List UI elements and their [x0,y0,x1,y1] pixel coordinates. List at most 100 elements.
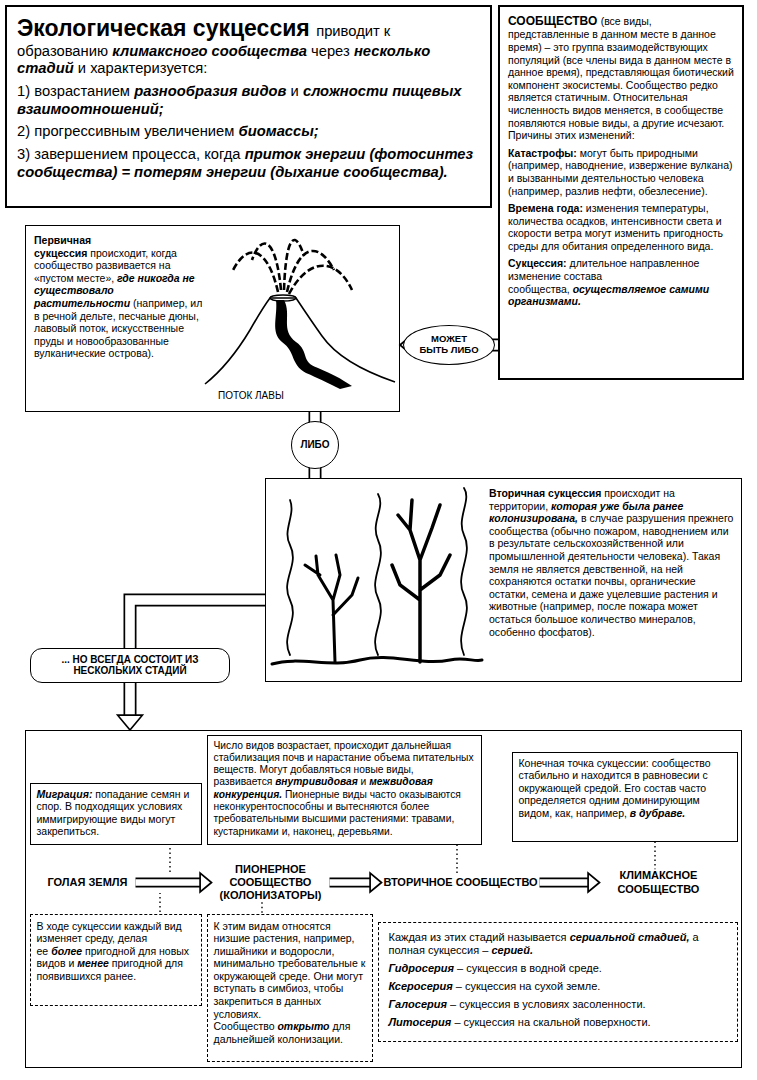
tree [305,555,358,662]
paragraph: Литосерия– сукцессия на скальной поверхн… [389,1016,727,1029]
text-column: ПИОНЕРНОЕ СООБЩЕСТВО (КОЛОНИЗАТОРЫ) [212,863,330,903]
emphasis-text: открыто [277,1020,329,1032]
arrow-outline [136,878,201,888]
connector [457,845,458,876]
emphasis-text: Литосерия [389,1016,452,1028]
emphasis-text: сериальной стадией, [570,931,690,943]
note-box: К этим видам относятся низшие растения, … [207,914,373,1062]
body-text: – сукцессия на сухой земле. [456,980,601,992]
body-text: КЛИМАКСНОЕ СООБЩЕСТВО [618,869,700,894]
emphasis-text: биомассы; [239,123,319,139]
emphasis-text: Первичная сукцессия [34,234,91,259]
dotted-line [261,902,262,913]
smoke [461,488,467,655]
connector [330,873,382,892]
paragraph: К этим видам относятся низшие растения, … [214,920,366,1046]
body-text: и [361,776,367,787]
stage-label: ВТОРИЧНОЕ СООБЩЕСТВО [382,876,540,889]
connector [655,842,656,870]
stages-panel: Миграция:попадание семян и спор. В подхо… [25,730,742,1068]
arrow-fill [330,879,371,886]
body-text: – сукцессия на скальной поверхности. [454,1016,650,1028]
ground [272,657,482,664]
body-text: 1) возрастанием [17,83,130,99]
arrow-head [588,873,599,892]
body-text: К этим видам относятся низшие растения, … [214,920,366,1033]
paragraph: ПИОНЕРНОЕ СООБЩЕСТВО (КОЛОНИЗАТОРЫ) [212,863,330,903]
connector [540,873,600,892]
body-text: – сукцессия в условиях засоленности. [450,998,646,1010]
paragraph: Сукцессия:длительное направленное измене… [508,257,734,307]
text-column: Вторичная сукцессияпроисходит на террито… [489,487,735,638]
lava-flow [275,300,352,389]
arrow-head [370,873,381,892]
text-column: Каждая из этих стадий называетсясериальн… [389,931,727,1030]
stage-label: ПИОНЕРНОЕ СООБЩЕСТВО (КОЛОНИЗАТОРЫ) [212,863,330,903]
arrow-head [118,715,143,730]
text-column: СООБЩЕСТВО(все виды, представленные в да… [508,14,734,308]
primary-succession-box: Первичная сукцессияпроисходит, когда соо… [25,225,400,412]
text-column: Число видов возрастает, происходит дальн… [214,740,475,838]
paragraph: Экологическая сукцессияприводит к образо… [17,15,480,78]
emphasis-text: Сукцессия: [508,257,567,269]
emphasis-text: более [51,945,82,957]
body-text: – сукцессия в водной среде. [457,962,602,974]
paragraph: ВТОРИЧНОЕ СООБЩЕСТВО [382,876,540,889]
volcano-outline [205,298,395,384]
title-box: Экологическая сукцессияприводит к образо… [5,5,492,208]
paragraph: Каждая из этих стадий называетсясериальн… [389,931,727,957]
text-column: Экологическая сукцессияприводит к образо… [17,15,480,181]
arrow-outline [540,878,589,888]
connector [262,902,263,913]
paragraph: Катастрофы:могут быть природными (наприм… [508,147,734,197]
definition-box: СООБЩЕСТВО(все виды, представленные в да… [498,5,744,380]
emphasis-text: Гидросерия [389,962,454,974]
picture-label: ПОТОК ЛАВЫ [216,390,286,401]
text-column: Конечная точка сукцессии: сообщество ста… [519,757,731,820]
paragraph: Галосерия– сукцессия в условиях засоленн… [389,998,727,1011]
text-column: К этим видам относятся низшие растения, … [214,920,366,1046]
emphasis-text: внутривидовая [275,776,358,787]
arrow-head [200,873,211,892]
text-column: ВТОРИЧНОЕ СООБЩЕСТВО [382,876,540,889]
volcano [205,240,395,389]
paragraph: Число видов возрастает, происходит дальн… [214,740,475,838]
lava-fountain [252,243,281,290]
emphasis-text: Ксеросерия [389,980,453,992]
lava-fountain [284,240,304,290]
paragraph: Миграция:попадание семян и спор. В подхо… [37,788,195,838]
paragraph: Ксеросерия– сукцессия на сухой земле. [389,980,727,993]
body-text: через [311,43,350,59]
note-box: В ходе сукцессии каждый вид изменяет сре… [30,914,202,1006]
paragraph: СООБЩЕСТВО(все виды, представленные в да… [508,14,734,142]
dotted-line [654,842,655,870]
paragraph: Вторичная сукцессияпроисходит на террито… [489,487,735,638]
paragraph: 2) прогрессивным увеличениембиомассы; [17,123,480,141]
paragraph: 3) завершением процесса, когдаприток эне… [17,146,480,181]
text-column: В ходе сукцессии каждый вид изменяет сре… [37,920,195,983]
terms-box: Каждая из этих стадий называетсясериальн… [378,922,738,1042]
connector-label: ... НО ВСЕГДА СОСТОИТ ИЗ НЕСКОЛЬКИХ СТАД… [30,648,230,683]
body-text: и характеризуется: [78,60,208,76]
smoke [287,500,293,655]
emphasis-text: Вторичная сукцессия [489,487,601,499]
paragraph: Первичная сукцессияпроисходит, когда соо… [34,234,204,360]
emphasis-text: СООБЩЕСТВО [508,14,597,28]
secondary-succession-box: Вторичная сукцессияпроисходит на террито… [265,478,742,682]
burnt-trees [272,488,482,664]
tree [392,500,450,662]
emphasis-text: Галосерия [389,998,447,1010]
connector-label: МОЖЕТ БЫТЬ ЛИБО [403,325,495,365]
body-text: ПИОНЕРНОЕ СООБЩЕСТВО (КОЛОНИЗАТОРЫ) [220,863,322,901]
body-text: и [291,83,299,99]
emphasis-text: менее [77,957,109,969]
emphasis-text: климаксного сообщества [112,43,307,59]
emphasis-text: Катастрофы: [508,147,577,159]
body-text: Каждая из этих стадий называется [389,931,567,943]
stage-label: ГОЛАЯ ЗЕМЛЯ [40,876,136,889]
leader-line [159,893,160,912]
body-text: (все виды, представленные в данном месте… [508,15,734,141]
note-box: Конечная точка сукцессии: сообщество ста… [512,752,738,842]
text-column: Первичная сукцессияпроисходит, когда соо… [34,234,204,360]
